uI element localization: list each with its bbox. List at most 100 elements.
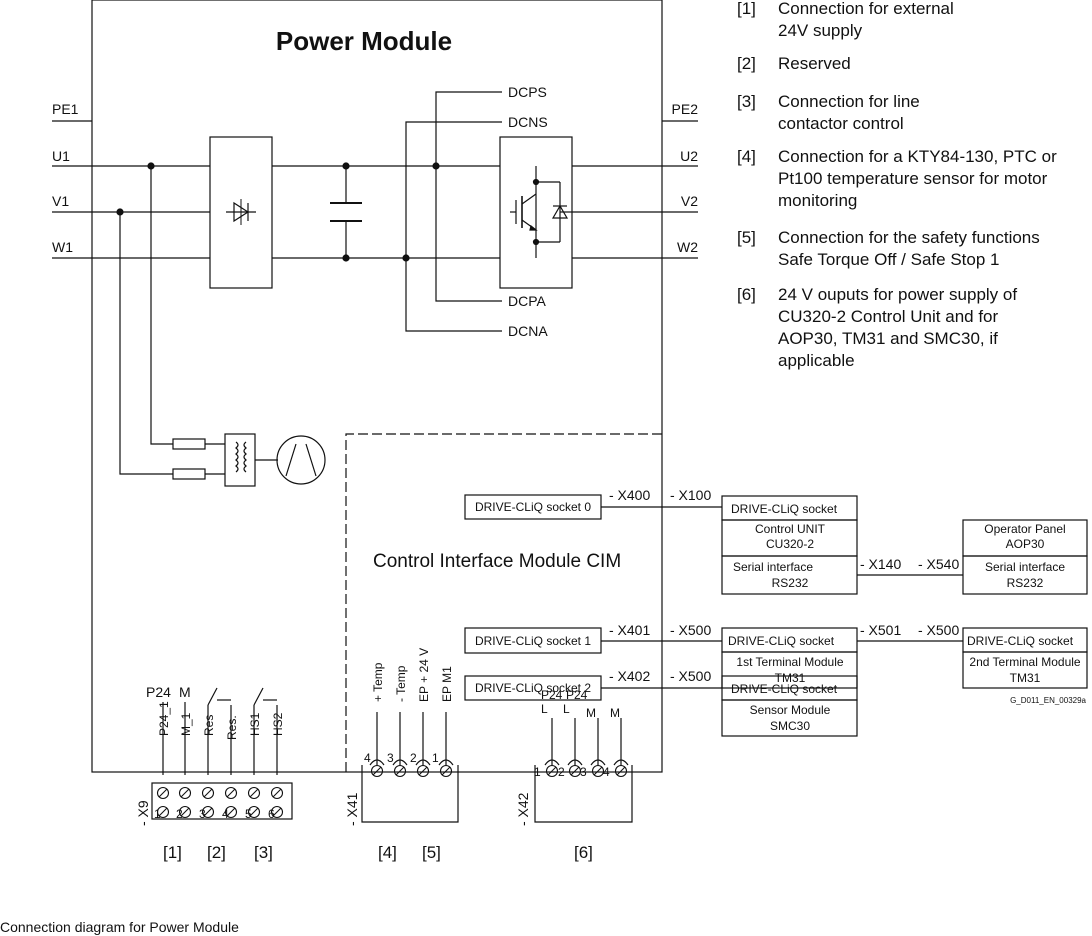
x9-pin-6: 6 — [268, 807, 275, 821]
port-x501: - X501 — [860, 622, 901, 638]
x42-top-2: P24 — [566, 688, 588, 702]
control-unit-box — [721, 495, 858, 595]
note-6-line-2: CU320-2 Control Unit and for — [778, 307, 999, 326]
fan-motor-icon — [276, 435, 326, 485]
note-6-line-3: AOP30, TM31 and SMC30, if — [778, 329, 998, 348]
x9-ref-3: [3] — [254, 843, 273, 862]
x41-ref-5: [5] — [422, 843, 441, 862]
x9-screw-slot — [249, 788, 259, 798]
x9-label-m: M — [179, 684, 191, 700]
x42-screw-slot — [547, 766, 557, 776]
terminal-pe1: PE1 — [52, 101, 79, 117]
x9-screw-slot — [249, 807, 259, 817]
x9-name: - X9 — [135, 800, 151, 826]
x9-screw-slot — [180, 788, 190, 798]
note-2-line-1: Reserved — [778, 54, 851, 73]
x41-name: - X41 — [344, 792, 360, 826]
note-1-line-2: 24V supply — [778, 21, 863, 40]
cu-name-1: Control UNIT — [755, 522, 826, 536]
rectifier-block — [209, 136, 273, 289]
input-phase-wires — [52, 165, 210, 259]
x9-signal-2: M_1 — [179, 712, 193, 736]
note-6-ref: [6] — [737, 285, 756, 304]
port-x400: - X400 — [609, 487, 650, 503]
x41-pin-b: 3 — [387, 751, 394, 765]
x42-screw-icon — [614, 764, 628, 778]
x41-screw-slot — [372, 766, 382, 776]
inverter-block — [499, 136, 573, 289]
x41-signal-1: + Temp — [371, 662, 385, 702]
x41-signal-2: - Temp — [394, 665, 408, 702]
x42-screw-slot — [570, 766, 580, 776]
drive-cliq-connections — [601, 506, 963, 689]
note-6-line-4: applicable — [778, 351, 855, 370]
doc-code: G_D011_EN_00329a — [1010, 696, 1086, 705]
socket-1: DRIVE-CLiQ socket 1 — [475, 634, 591, 648]
x42-screw-icon — [591, 764, 605, 778]
x9-screw-slot — [158, 788, 168, 798]
x41-connector: + Temp - Temp EP + 24 V EP M1 4 3 2 1 - … — [344, 648, 459, 862]
x9-connector: P24 M P24_1 M_1 Res Res. HS1 HS2 1 2 3 4… — [135, 684, 293, 862]
x9-screw-icon — [156, 786, 170, 800]
cu-serial-2: RS232 — [772, 576, 809, 590]
port-x540: - X540 — [918, 556, 959, 572]
note-1-line-1: Connection for external — [778, 0, 954, 18]
x9-signal-6: HS2 — [271, 712, 285, 736]
x41-screw-icon — [416, 764, 430, 778]
port-x401: - X401 — [609, 622, 650, 638]
aop-name-1: Operator Panel — [984, 522, 1065, 536]
x9-signal-1: P24_1 — [157, 701, 171, 736]
sensor-module-box — [721, 675, 858, 737]
x9-screw-icon — [178, 805, 192, 819]
x9-label-p24: P24 — [146, 684, 171, 700]
cim-sockets: DRIVE-CLiQ socket 0 DRIVE-CLiQ socket 1 … — [464, 494, 602, 701]
fan-supply — [116, 162, 326, 487]
x41-screw-slot — [395, 766, 405, 776]
tm1-name-2: TM31 — [775, 671, 806, 685]
tm2-name-1: 2nd Terminal Module — [969, 655, 1081, 669]
x42-top-4: M — [610, 706, 620, 720]
x41-pin-d: 1 — [432, 751, 439, 765]
note-3-line-1: Connection for line — [778, 92, 920, 111]
x9-screw-icon — [178, 786, 192, 800]
freewheel-diode-icon — [551, 204, 569, 219]
x42-screw-icon — [568, 764, 582, 778]
port-x500-b: - X500 — [670, 668, 711, 684]
terminal-w1: W1 — [52, 239, 73, 255]
x41-signal-3: EP + 24 V — [417, 648, 431, 702]
smc-socket-label: DRIVE-CLiQ socket — [731, 682, 838, 696]
fan-transformer-icon — [224, 433, 256, 487]
note-6-line-1: 24 V ouputs for power supply of — [778, 285, 1017, 304]
smc-name-2: SMC30 — [770, 719, 810, 733]
x9-screw-icon — [201, 805, 215, 819]
x9-screw-slot — [180, 807, 190, 817]
note-2-ref: [2] — [737, 54, 756, 73]
terminal-v2: V2 — [681, 193, 698, 209]
x9-screw-slot — [226, 788, 236, 798]
x41-screw-icon — [393, 764, 407, 778]
x9-pin-1: 1 — [154, 807, 161, 821]
cu-name-2: CU320-2 — [766, 537, 814, 551]
cu-serial-1: Serial interface — [733, 560, 813, 574]
x9-screw-slot — [203, 807, 213, 817]
port-x500-c: - X500 — [918, 622, 959, 638]
x9-screw-icon — [156, 805, 170, 819]
x42-pin-1: 1 — [534, 765, 541, 779]
x42-connector: P24 P24 M M L L 1 2 3 4 - X42 [6] — [515, 688, 633, 862]
x9-signal-4: Res. — [225, 715, 239, 740]
note-5-ref: [5] — [737, 228, 756, 247]
terminal-v1: V1 — [52, 193, 69, 209]
x41-signal-4: EP M1 — [440, 666, 454, 702]
note-4-line-3: monitoring — [778, 191, 857, 210]
x9-screw-icon — [270, 805, 284, 819]
x9-ref-1: [1] — [163, 843, 182, 862]
x9-pin-2: 2 — [176, 807, 183, 821]
x42-pin-4: 4 — [603, 765, 610, 779]
figure-caption: Connection diagram for Power Module — [0, 919, 239, 935]
x9-screw-slot — [272, 788, 282, 798]
x42-top-3: M — [586, 706, 596, 720]
x9-screw-icon — [270, 786, 284, 800]
note-5-line-1: Connection for the safety functions — [778, 228, 1040, 247]
socket-2: DRIVE-CLiQ socket 2 — [475, 681, 591, 695]
right-terminals: PE2 U2 V2 W2 — [662, 101, 698, 255]
